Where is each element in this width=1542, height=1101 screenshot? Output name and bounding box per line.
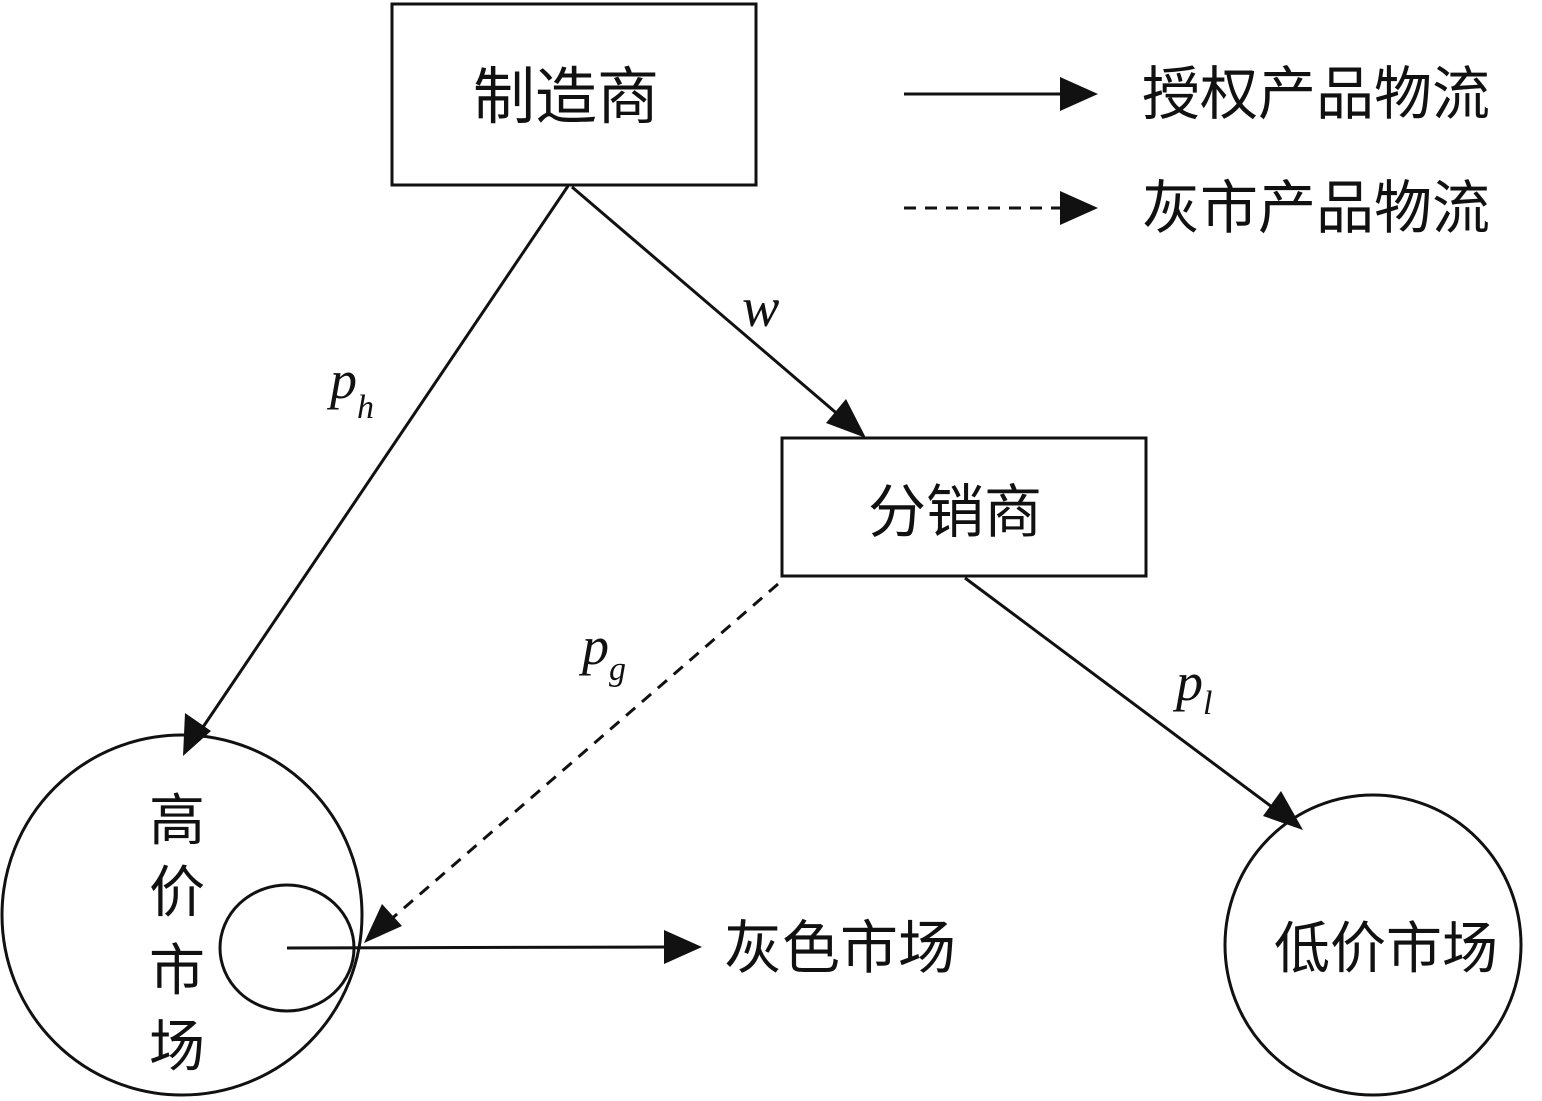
edge-manufacturer-to-high-market [183,185,570,756]
edge-label-pg: pg [578,616,626,688]
high-market-char-3: 市 [149,939,205,1004]
edge-label-ph: ph [326,350,374,426]
arrowhead-icon [364,904,402,943]
distributor-label: 分销商 [868,478,1042,546]
arrowhead-icon [1263,791,1303,830]
edge-distributor-to-gray-market [364,582,779,943]
legend-authorized-flow: 授权产品物流 [904,60,1490,128]
high-market-char-2: 价 [149,861,205,926]
edge-gray-market-to-label [286,930,702,964]
low-market-node: 低价市场 [1223,793,1523,1097]
distributor-node: 分销商 [780,436,1148,578]
gray-market-label: 灰色市场 [724,914,956,982]
legend-authorized-flow-label: 授权产品物流 [1142,60,1490,128]
edge-label-pl: pl [1172,652,1212,722]
manufacturer-node: 制造商 [390,2,758,187]
legend-gray-flow: 灰市产品物流 [904,174,1490,242]
legend-gray-flow-label: 灰市产品物流 [1142,174,1490,242]
high-market-char-4: 场 [149,1015,205,1080]
edge-distributor-to-low-market [964,576,1303,830]
low-market-label: 低价市场 [1274,917,1498,982]
arrowhead-icon [1060,77,1098,111]
high-market-char-1: 高 [149,789,205,854]
edge-manufacturer-to-distributor [571,185,866,438]
arrowhead-icon [1060,191,1098,225]
arrowhead-icon [183,713,211,756]
legend: 授权产品物流 灰市产品物流 [904,60,1490,242]
edge-label-w: w [742,277,779,339]
arrowhead-icon [826,399,866,438]
arrowhead-icon [664,930,702,964]
manufacturer-label: 制造商 [473,60,659,133]
